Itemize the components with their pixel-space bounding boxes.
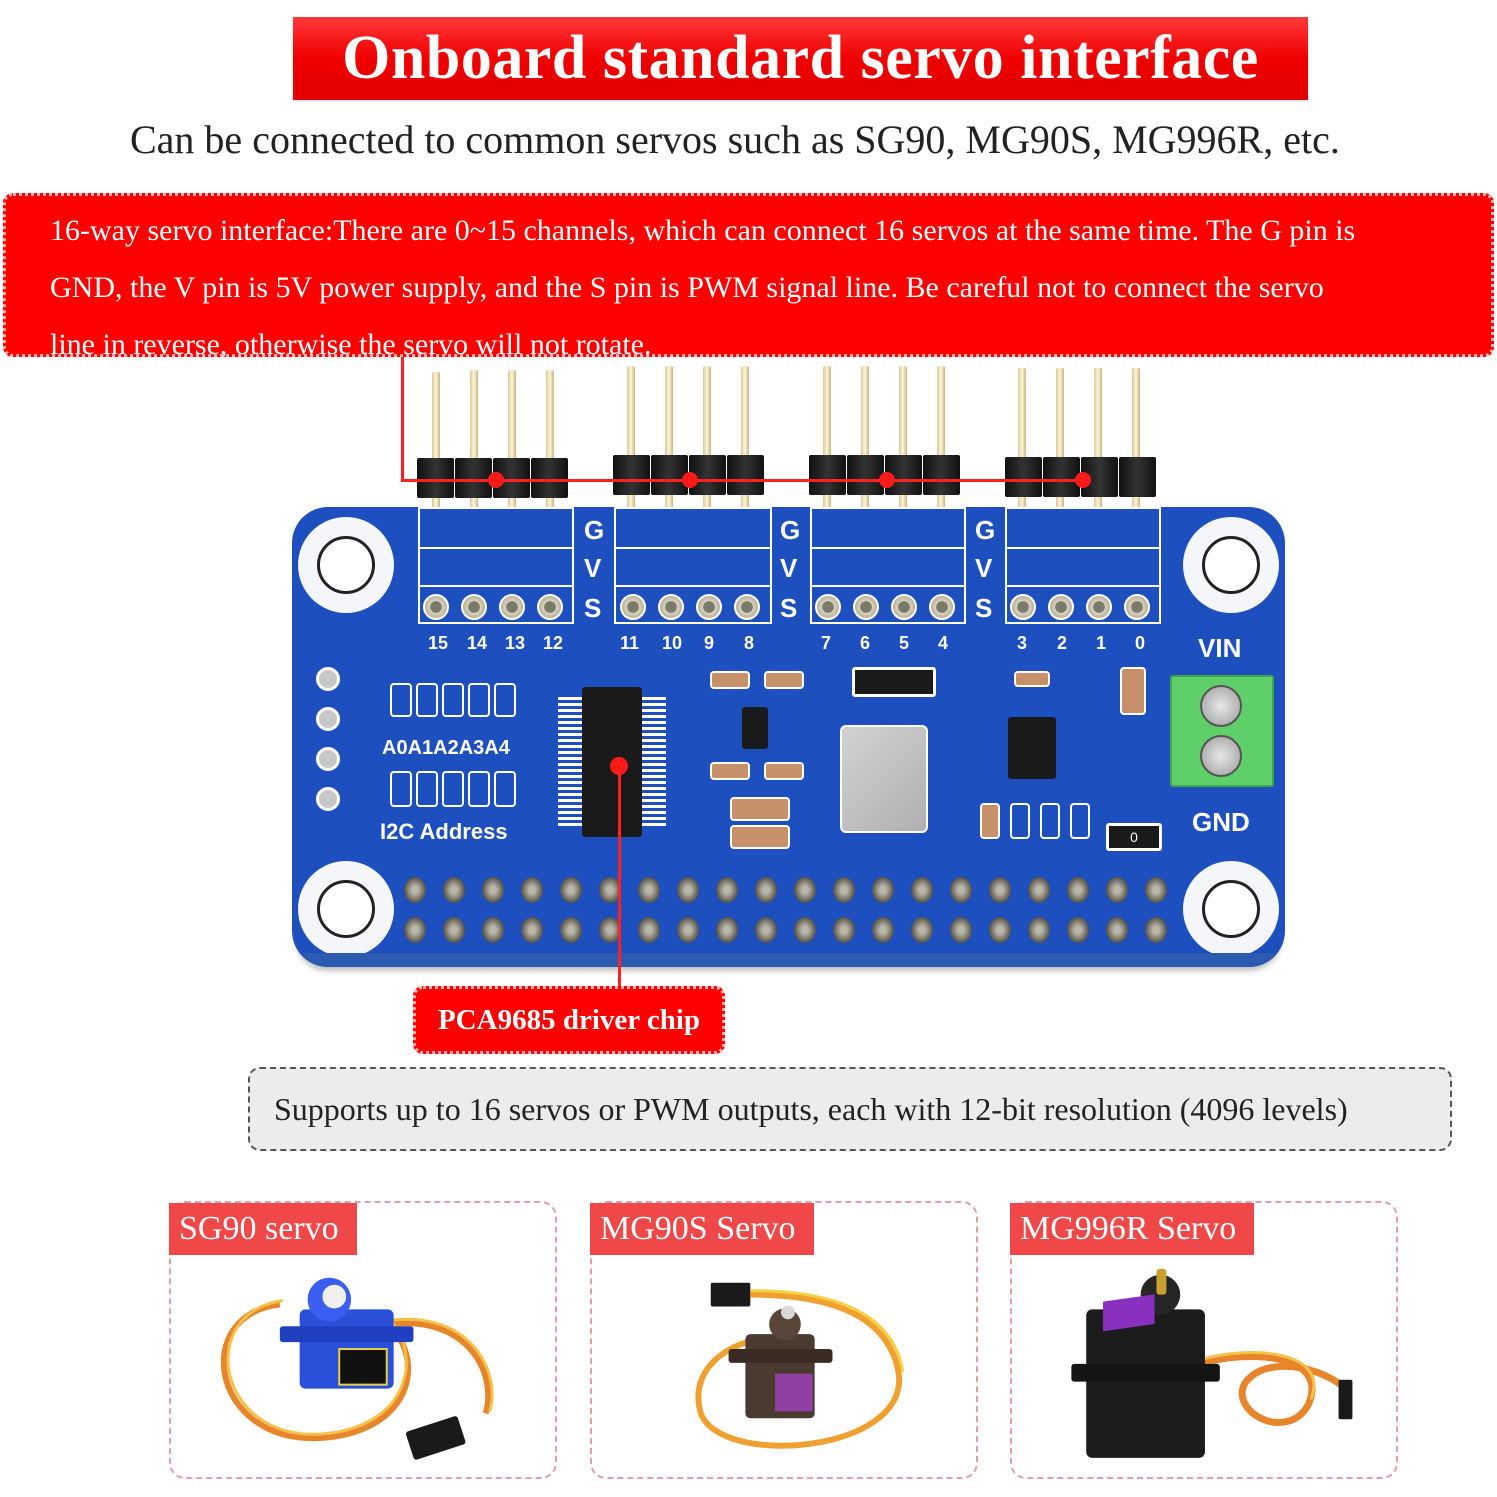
channel-number: 4 bbox=[938, 633, 949, 653]
support-info-box: Supports up to 16 servos or PWM outputs,… bbox=[248, 1067, 1452, 1151]
channel-number: 3 bbox=[1017, 633, 1028, 653]
description-line: line in reverse, otherwise the servo wil… bbox=[50, 328, 652, 361]
callout-dot bbox=[1075, 472, 1091, 488]
sg90-servo-image bbox=[220, 1277, 494, 1460]
channel-number: 12 bbox=[543, 633, 564, 653]
mg996r-servo-image bbox=[1071, 1268, 1353, 1458]
pin-label-g: G bbox=[584, 515, 605, 545]
callout-dot bbox=[488, 472, 504, 488]
mounting-hole bbox=[298, 517, 394, 613]
callout-line bbox=[401, 479, 1091, 482]
channel-number: 0 bbox=[1135, 633, 1146, 653]
servo-card-mg996r: MG996R Servo bbox=[1010, 1201, 1398, 1479]
pin-label-g: G bbox=[975, 515, 996, 545]
address-pins-label: A0A1A2A3A4 bbox=[382, 737, 510, 759]
regulator-chip bbox=[1008, 717, 1056, 779]
channel-number: 6 bbox=[860, 633, 871, 653]
callout-line bbox=[618, 770, 621, 988]
servo-card-mg90s: MG90S Servo bbox=[590, 1201, 978, 1479]
pin-label-s: S bbox=[584, 593, 602, 623]
pin-label-s: S bbox=[780, 593, 798, 623]
pin-label-v: V bbox=[975, 553, 993, 583]
callout-line bbox=[401, 357, 404, 481]
channel-number: 13 bbox=[505, 633, 526, 653]
vin-label: VIN bbox=[1198, 633, 1242, 663]
resistor-marking: 0 bbox=[1130, 829, 1138, 845]
channel-number: 5 bbox=[899, 633, 910, 653]
pin-label-g: G bbox=[780, 515, 801, 545]
mounting-hole bbox=[298, 861, 394, 957]
servo-interface-description: 16-way servo interface:There are 0~15 ch… bbox=[3, 193, 1494, 361]
servo-tag: SG90 servo bbox=[169, 1203, 357, 1255]
inductor bbox=[840, 725, 928, 833]
channel-number: 14 bbox=[467, 633, 488, 653]
gnd-label: GND bbox=[1192, 807, 1250, 837]
callout-dot bbox=[682, 472, 698, 488]
chip-callout-label: PCA9685 driver chip bbox=[437, 1003, 701, 1036]
pin-label-s: S bbox=[975, 593, 993, 623]
servo-tag: MG90S Servo bbox=[590, 1203, 814, 1255]
channel-number: 11 bbox=[620, 633, 640, 653]
servo-tag: MG996R Servo bbox=[1010, 1203, 1255, 1255]
servo-card-sg90: SG90 servo bbox=[169, 1201, 557, 1479]
subtitle: Can be connected to common servos such a… bbox=[130, 117, 1340, 162]
channel-number: 2 bbox=[1057, 633, 1068, 653]
mg90s-servo-image bbox=[695, 1282, 905, 1449]
channel-number: 10 bbox=[662, 633, 683, 653]
channel-number: 7 bbox=[821, 633, 832, 653]
callout-dot bbox=[879, 472, 895, 488]
channel-number: 8 bbox=[744, 633, 755, 653]
callout-dot bbox=[610, 757, 628, 775]
servo-driver-board: G V S G V S G V S 15 14 13 12 11 10 9 8 … bbox=[292, 507, 1285, 967]
power-terminal-block bbox=[1170, 675, 1274, 787]
page-title: Onboard standard servo interface bbox=[342, 24, 1259, 92]
servo-label: MG90S Servo bbox=[600, 1210, 796, 1247]
pin-label-v: V bbox=[584, 553, 602, 583]
servo-label: SG90 servo bbox=[179, 1210, 339, 1247]
channel-number: 1 bbox=[1096, 633, 1107, 653]
i2c-address-label: I2C Address bbox=[380, 819, 508, 844]
mounting-hole bbox=[1183, 517, 1279, 613]
title-banner: Onboard standard servo interface bbox=[293, 17, 1308, 100]
support-text: Supports up to 16 servos or PWM outputs,… bbox=[274, 1090, 1348, 1127]
description-line: GND, the V pin is 5V power supply, and t… bbox=[50, 271, 1324, 304]
mounting-hole bbox=[1183, 861, 1279, 957]
channel-number: 15 bbox=[428, 633, 449, 653]
servo-label: MG996R Servo bbox=[1020, 1210, 1237, 1247]
chip-callout: PCA9685 driver chip bbox=[413, 986, 725, 1054]
channel-number: 9 bbox=[704, 633, 715, 653]
description-line: 16-way servo interface:There are 0~15 ch… bbox=[50, 214, 1356, 247]
pin-label-v: V bbox=[780, 553, 798, 583]
